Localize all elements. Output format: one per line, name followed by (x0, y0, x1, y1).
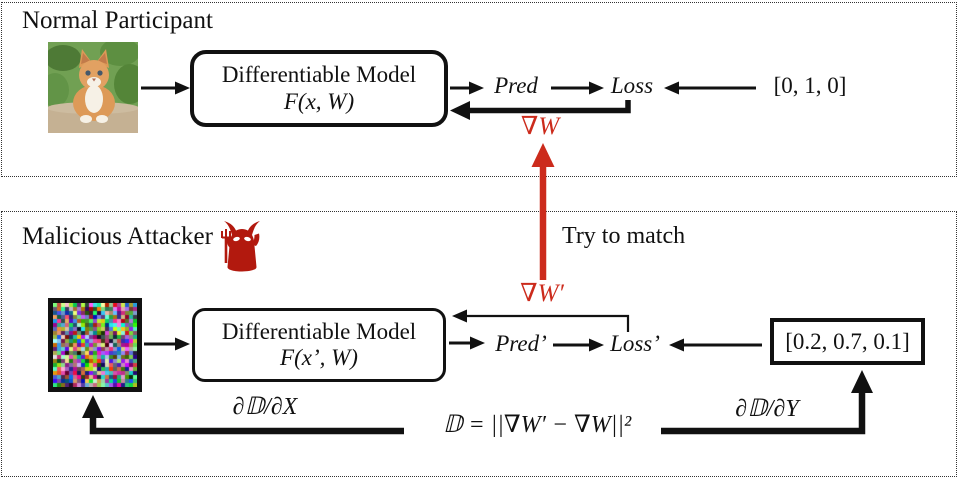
distance-formula: 𝔻 = ||∇W′ − ∇W||² (442, 412, 632, 438)
prediction-vector-value: [0.2, 0.7, 0.1] (785, 328, 910, 354)
noise-image (48, 298, 142, 392)
model-box-normal-formula: F(x, W) (283, 88, 355, 114)
malicious-attacker-title: Malicious Attacker (22, 223, 213, 250)
model-box-normal: Differentiable Model F(x, W) (190, 50, 448, 127)
model-box-attacker-formula: F(x’, W) (280, 345, 358, 370)
pred-prime-label: Pred’ (495, 331, 547, 356)
gradient-w-label: ∇W (520, 113, 560, 140)
kitten-photo (48, 42, 138, 133)
devil-icon (221, 221, 260, 272)
model-box-attacker: Differentiable Model F(x’, W) (192, 308, 446, 382)
try-to-match-label: Try to match (562, 223, 686, 249)
grad-d-dy-label: ∂𝔻/∂Y (735, 396, 799, 422)
loss-label: Loss (610, 73, 654, 98)
gradient-w-prime-label: ∇W′ (520, 280, 564, 307)
noise-image-canvas (53, 303, 137, 387)
normal-participant-title: Normal Participant (22, 7, 213, 34)
model-box-normal-title: Differentiable Model (221, 62, 417, 88)
label-vector: [0, 1, 0] (773, 73, 847, 98)
grad-d-dx-label: ∂𝔻/∂X (232, 394, 298, 420)
loss-prime-label: Loss’ (610, 331, 660, 356)
pred-label: Pred (494, 73, 538, 98)
prediction-vector-box: [0.2, 0.7, 0.1] (770, 318, 925, 365)
model-box-attacker-title: Differentiable Model (221, 318, 417, 344)
